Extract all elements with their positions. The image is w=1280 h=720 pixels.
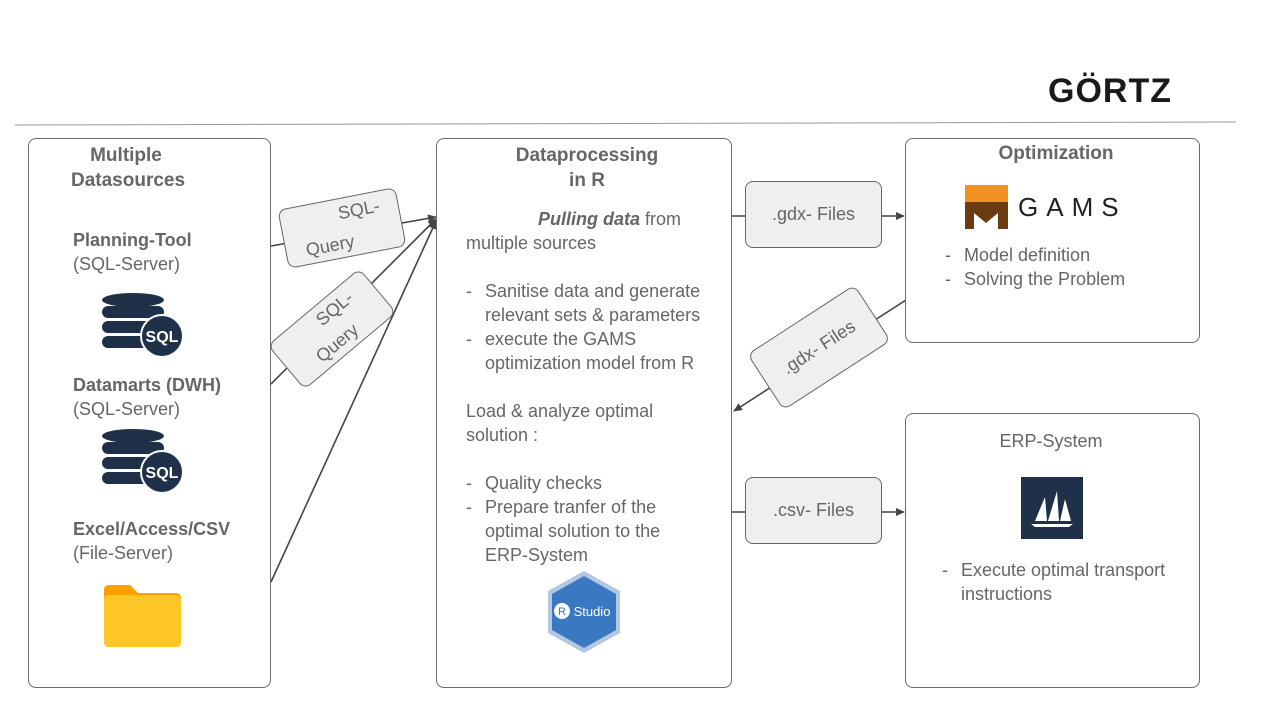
check-item: Quality checks	[466, 471, 706, 495]
erp-panel: ERP-System Execute optimal transport ins…	[905, 413, 1200, 688]
checks-list: Quality checks Prepare tranfer of the op…	[466, 471, 706, 567]
erp-title: ERP-System	[999, 431, 1103, 451]
sql-icon-text: SQL	[146, 465, 179, 482]
arrow-files-to-r	[270, 220, 437, 583]
datasources-title: Multiple Datasources	[71, 145, 186, 191]
source-server-planning: (SQL-Server)	[73, 254, 181, 274]
pulling-data-text: Pulling data from multiple sources	[466, 209, 682, 253]
optimization-item: Solving the Problem	[945, 267, 1185, 291]
dataprocessing-title: Dataprocessing in R	[515, 145, 659, 191]
optimization-title: Optimization	[998, 143, 1114, 164]
folder-icon	[102, 584, 182, 648]
csv-files-label: .csv- Files	[745, 477, 882, 544]
optimization-item: Model definition	[945, 243, 1185, 267]
header-divider	[14, 121, 1237, 126]
processing-steps-list: Sanitise data and generate relevant sets…	[466, 279, 728, 375]
datasources-panel: Multiple Datasources Planning-Tool (SQL-…	[28, 138, 271, 688]
sql-database-icon: SQL	[101, 292, 185, 358]
dynamics-logo-icon	[1021, 477, 1083, 539]
gdx-files-label-out: .gdx- Files	[745, 181, 882, 248]
rstudio-icon: R Studio	[545, 569, 623, 655]
check-item: Prepare tranfer of the optimal solution …	[466, 495, 706, 567]
source-server-files: (File-Server)	[73, 543, 174, 563]
source-server-dwh: (SQL-Server)	[73, 399, 181, 419]
gams-logo-text: GAMS	[1018, 192, 1124, 222]
svg-text:Studio: Studio	[574, 604, 611, 619]
sql-icon-text: SQL	[146, 329, 179, 346]
svg-text:R: R	[558, 606, 566, 618]
erp-list: Execute optimal transport instructions	[942, 558, 1192, 606]
source-name-planning: Planning-Tool	[73, 230, 192, 250]
gams-logo: GAMS	[964, 185, 1124, 231]
brand-logo: GÖRTZ	[1048, 72, 1172, 110]
load-analyze-text: Load & analyze optimal solution :	[466, 401, 654, 445]
processing-step: Sanitise data and generate relevant sets…	[466, 279, 728, 327]
sql-database-icon: SQL	[101, 428, 185, 494]
optimization-panel: Optimization GAMS Model definition Solvi…	[905, 138, 1200, 343]
source-name-dwh: Datamarts (DWH)	[73, 375, 222, 395]
dataprocessing-panel: Dataprocessing in R Pulling data from mu…	[436, 138, 732, 688]
optimization-list: Model definition Solving the Problem	[945, 243, 1185, 291]
erp-item: Execute optimal transport instructions	[942, 558, 1192, 606]
processing-step: execute the GAMS optimization model from…	[466, 327, 728, 375]
source-name-files: Excel/Access/CSV	[73, 519, 231, 539]
